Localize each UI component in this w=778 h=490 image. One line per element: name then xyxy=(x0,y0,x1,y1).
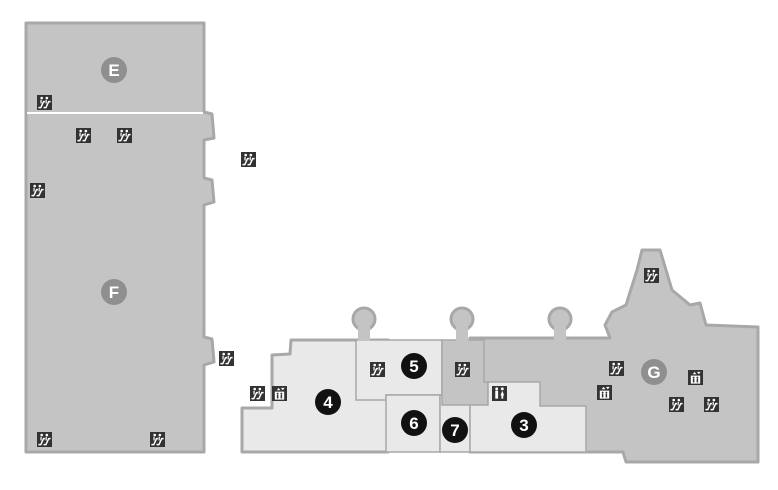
zone-label-g[interactable]: G xyxy=(641,359,667,385)
escalator-icon[interactable] xyxy=(37,95,52,110)
elevator-icon[interactable] xyxy=(272,386,287,401)
zone-label-text: 4 xyxy=(323,393,333,412)
escalator-icon[interactable] xyxy=(669,397,684,412)
zone-label-text: 5 xyxy=(409,357,418,376)
zone-badge xyxy=(101,57,127,83)
zone-label-text: E xyxy=(108,61,119,80)
zone-f-area xyxy=(24,21,216,454)
zone-badge xyxy=(641,359,667,385)
escalator-icon[interactable] xyxy=(609,361,624,376)
escalator-icon[interactable] xyxy=(117,128,132,143)
escalator-icon[interactable] xyxy=(37,432,52,447)
building-left xyxy=(24,21,216,454)
zone-badge xyxy=(401,410,427,436)
zone-badge xyxy=(511,412,537,438)
escalator-icon[interactable] xyxy=(150,432,165,447)
zone-badge xyxy=(442,417,468,443)
zone-label-text: 6 xyxy=(409,414,418,433)
elevator-icon[interactable] xyxy=(688,370,703,385)
escalator-icon[interactable] xyxy=(455,362,470,377)
restroom-icon[interactable] xyxy=(492,386,507,401)
building-right xyxy=(240,248,760,464)
zone-5-area xyxy=(355,339,443,401)
escalator-icon[interactable] xyxy=(241,152,256,167)
escalator-icon[interactable] xyxy=(370,362,385,377)
zone-label-4[interactable]: 4 xyxy=(315,389,341,415)
zone-label-text: G xyxy=(647,363,660,382)
zone-badge xyxy=(315,389,341,415)
zone-label-f[interactable]: F xyxy=(101,279,127,305)
escalator-icon[interactable] xyxy=(30,183,45,198)
zone-badge xyxy=(101,279,127,305)
zone-label-7[interactable]: 7 xyxy=(442,417,468,443)
zone-label-e[interactable]: E xyxy=(101,57,127,83)
escalator-icon[interactable] xyxy=(76,128,91,143)
zone-label-text: 3 xyxy=(519,416,528,435)
escalator-icon[interactable] xyxy=(250,386,265,401)
zone-label-3[interactable]: 3 xyxy=(511,412,537,438)
elevator-icon[interactable] xyxy=(597,385,612,400)
zone-labels: E F G 3 4 5 6 7 xyxy=(101,57,667,443)
escalator-icon[interactable] xyxy=(644,268,659,283)
zone-label-6[interactable]: 6 xyxy=(401,410,427,436)
escalator-icon[interactable] xyxy=(704,397,719,412)
zone-label-text: 7 xyxy=(450,421,459,440)
zone-badge xyxy=(401,353,427,379)
zone-label-text: F xyxy=(109,283,119,302)
escalator-icon[interactable] xyxy=(219,351,234,366)
zone-label-5[interactable]: 5 xyxy=(401,353,427,379)
